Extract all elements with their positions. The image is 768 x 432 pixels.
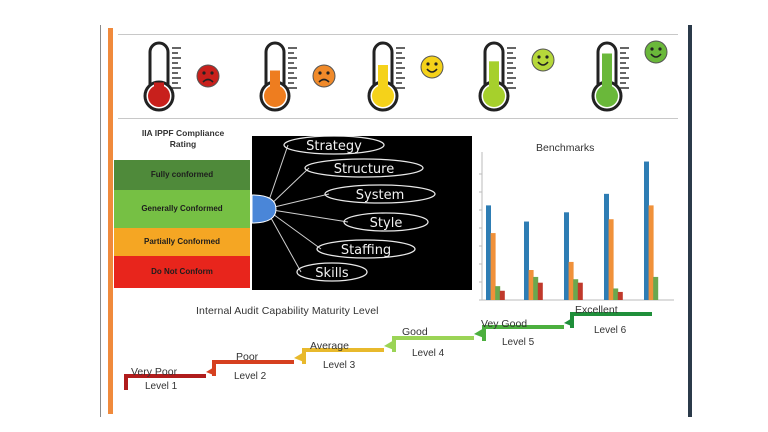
thermometer-graphic <box>143 41 220 112</box>
element-style: Style <box>343 212 429 232</box>
thermometer-graphic <box>591 40 668 112</box>
slide-right-edge <box>688 25 692 417</box>
bar <box>537 282 543 300</box>
step-word: Very Poor <box>131 366 178 378</box>
benchmarks-chart: Benchmarks <box>474 134 682 306</box>
maturity-step-3 <box>302 340 394 364</box>
bar <box>524 221 529 300</box>
step-level: Level 6 <box>594 325 627 336</box>
accent-bar <box>108 28 113 414</box>
thermometer-2 <box>244 40 354 114</box>
smiley-face-icon <box>531 48 555 72</box>
bar <box>533 276 539 300</box>
element-label: System <box>356 188 404 203</box>
benchmarks-svg: Benchmarks <box>479 142 674 301</box>
bar <box>486 205 491 300</box>
element-label: Skills <box>315 266 349 281</box>
step-word: Poor <box>236 351 259 363</box>
compliance-row-do-not: Do Not Conform <box>114 256 250 288</box>
chart-title: Benchmarks <box>536 142 594 154</box>
compliance-row-generally: Generally Conformed <box>114 190 250 228</box>
step-level: Level 5 <box>502 337 535 348</box>
compliance-row-fully: Fully conformed <box>114 160 250 190</box>
element-label: Structure <box>334 162 394 177</box>
bar <box>490 233 496 300</box>
bar <box>613 288 619 300</box>
step-level: Level 2 <box>234 371 267 382</box>
bar <box>577 282 583 300</box>
bar <box>617 291 623 300</box>
step-word: Good <box>402 326 428 338</box>
bar <box>644 161 649 300</box>
thermometer-1 <box>128 40 238 114</box>
thermometer-rule <box>118 118 678 119</box>
thermometer-graphic <box>478 41 555 112</box>
bar <box>499 290 505 300</box>
maturity-step-4 <box>392 328 484 352</box>
step-word: Average <box>310 340 349 352</box>
element-staffing: Staffing <box>316 239 416 259</box>
element-structure: Structure <box>304 158 424 178</box>
element-skills: Skills <box>296 262 368 282</box>
element-system: System <box>324 184 436 204</box>
bar <box>528 270 534 300</box>
thermometer-graphic <box>367 41 444 112</box>
thermometer-4 <box>463 40 573 114</box>
bar <box>495 286 501 300</box>
bar <box>568 261 574 300</box>
maturity-step-6 <box>570 312 652 328</box>
maturity-step-2 <box>212 352 304 376</box>
bar <box>608 219 614 300</box>
bar <box>648 205 654 300</box>
elements-diagram: StrategyStructureSystemStyleStaffingSkil… <box>252 136 436 282</box>
compliance-title-line2: Rating <box>169 139 197 149</box>
maturity-title: Internal Audit Capability Maturity Level <box>196 305 379 317</box>
element-label: Style <box>370 216 403 231</box>
step-level: Level 4 <box>412 348 445 359</box>
element-strategy: Strategy <box>283 136 385 155</box>
bar <box>573 279 579 300</box>
smiley-face-icon <box>644 40 668 64</box>
element-label: Staffing <box>341 243 391 258</box>
thermometer-5 <box>576 40 686 114</box>
compliance-title: IIA IPPF Compliance Rating <box>114 128 252 150</box>
step-word: Excellent <box>575 304 618 316</box>
smiley-face-icon <box>420 55 444 79</box>
bar <box>653 276 659 300</box>
compliance-row-partially: Partially Conformed <box>114 228 250 256</box>
step-word: Vey Good <box>481 318 528 330</box>
thermometer-graphic <box>259 41 336 112</box>
step-level: Level 3 <box>323 360 356 371</box>
step-level: Level 1 <box>145 381 178 392</box>
bar <box>564 212 569 300</box>
element-label: Strategy <box>306 139 362 154</box>
bar <box>604 193 609 300</box>
thermometer-3 <box>352 40 462 114</box>
compliance-title-line1: IIA IPPF Compliance <box>141 128 225 138</box>
top-rule <box>118 34 678 35</box>
